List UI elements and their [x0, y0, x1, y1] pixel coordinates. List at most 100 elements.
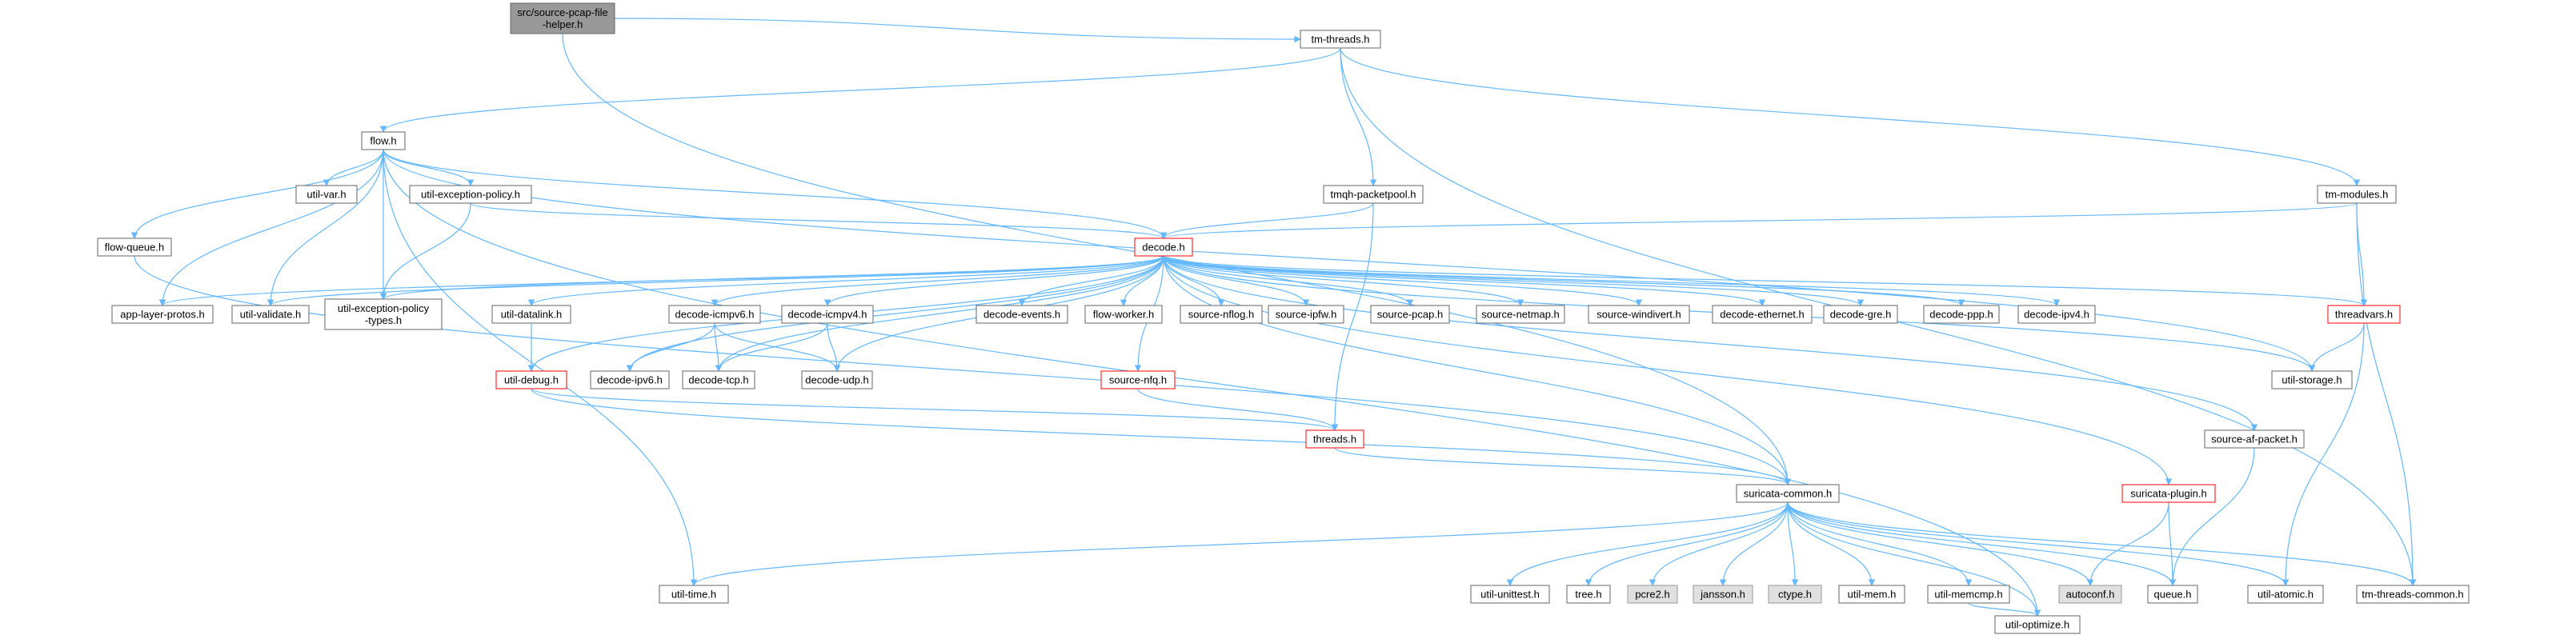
node-app-layer-protos[interactable]: app-layer-protos.h: [111, 305, 214, 324]
edge-decode-to-source_ipfw: [1163, 255, 1310, 306]
node-box: [2271, 370, 2353, 389]
node-decode-tcp[interactable]: decode-tcp.h: [682, 370, 755, 389]
edge-tmqh_packetpool-to-decode: [1160, 202, 1374, 239]
node-label: tm-threads.h: [1312, 34, 1370, 46]
node-source-af-packet[interactable]: source-af-packet.h: [2204, 429, 2305, 449]
node-tree[interactable]: tree.h: [1566, 585, 1611, 604]
node-box: [2247, 585, 2324, 604]
edge-decode-to-decode_gre: [1163, 255, 1864, 306]
node-box: [1768, 585, 1822, 604]
node-box: [361, 131, 406, 150]
edge-decode-to-source_af_packet: [1163, 255, 2258, 431]
node-label: util-atomic.h: [2258, 589, 2314, 601]
node-label: app-layer-protos.h: [120, 309, 205, 321]
node-suricata-plugin[interactable]: suricata-plugin.h: [2121, 484, 2216, 503]
node-util-unittest[interactable]: util-unittest.h: [1470, 585, 1550, 604]
node-util-var[interactable]: util-var.h: [295, 185, 358, 204]
node-source-nfq[interactable]: source-nfq.h: [1100, 370, 1176, 389]
node-label: util-storage.h: [2282, 374, 2342, 386]
node-ctype[interactable]: ctype.h: [1768, 585, 1822, 604]
node-source-windivert[interactable]: source-windivert.h: [1588, 305, 1690, 324]
node-box: [1476, 305, 1565, 324]
node-tm-modules[interactable]: tm-modules.h: [2317, 185, 2397, 204]
node-decode-ipv6[interactable]: decode-ipv6.h: [590, 370, 670, 389]
node-label: flow-queue.h: [105, 242, 164, 254]
node-flow-worker[interactable]: flow-worker.h: [1084, 305, 1163, 324]
edge-util_debug-to-suricata_common: [531, 388, 1792, 485]
node-tm-threads-common[interactable]: tm-threads-common.h: [2356, 585, 2470, 604]
node-flow-queue[interactable]: flow-queue.h: [97, 238, 172, 257]
node-util-validate[interactable]: util-validate.h: [231, 305, 310, 324]
node-decode-ppp[interactable]: decode-ppp.h: [1923, 305, 2000, 324]
edge-flow-to-util_exc_policy: [383, 149, 475, 186]
edge-suricata_common-to-autoconf: [1787, 501, 2094, 586]
node-label: decode-udp.h: [805, 374, 869, 386]
node-label: suricata-common.h: [1744, 488, 1833, 500]
node-util-optimize[interactable]: util-optimize.h: [1994, 615, 2081, 634]
node-flow[interactable]: flow.h: [361, 131, 406, 150]
edge-tm_modules-to-tm_threads_common: [2356, 202, 2417, 586]
node-label: tm-threads-common.h: [2362, 589, 2463, 601]
node-suricata-common[interactable]: suricata-common.h: [1736, 484, 1840, 503]
node-label: src/source-pcap-file: [517, 6, 607, 18]
node-source-netmap[interactable]: source-netmap.h: [1476, 305, 1565, 324]
edge-suricata_common-to-util_time: [691, 501, 1789, 586]
node-util-exc-policy[interactable]: util-exception-policy.h: [409, 185, 532, 204]
node-util-mem[interactable]: util-mem.h: [1838, 585, 1905, 604]
node-decode-udp[interactable]: decode-udp.h: [801, 370, 873, 389]
edge-suricata_plugin-to-queue: [2168, 501, 2177, 586]
node-label: pcre2.h: [1635, 589, 1669, 601]
node-threadvars[interactable]: threadvars.h: [2327, 305, 2401, 324]
node-label: source-ipfw.h: [1276, 309, 1337, 321]
node-box: [2317, 185, 2397, 204]
node-decode-icmpv4[interactable]: decode-icmpv4.h: [781, 305, 874, 324]
edge-tm_threads-to-tm_modules: [1340, 47, 2361, 186]
node-util-debug[interactable]: util-debug.h: [495, 370, 567, 389]
node-source-ipfw[interactable]: source-ipfw.h: [1268, 305, 1344, 324]
node-box: [659, 585, 729, 604]
node-box: [1712, 305, 1813, 324]
nodes: src/source-pcap-file-helper.h tm-threads.…: [97, 2, 2470, 634]
node-decode-events[interactable]: decode-events.h: [976, 305, 1068, 324]
node-label: source-windivert.h: [1596, 309, 1681, 321]
node-source-nflog[interactable]: source-nflog.h: [1180, 305, 1263, 324]
node-pcre2[interactable]: pcre2.h: [1627, 585, 1678, 604]
node-tmqh-packetpool[interactable]: tmqh-packetpool.h: [1323, 185, 1424, 204]
node-label: util-validate.h: [240, 309, 302, 321]
node-box: [324, 298, 443, 330]
edge-decode_icmpv6-to-decode_tcp: [714, 322, 723, 372]
node-threads[interactable]: threads.h: [1305, 429, 1364, 449]
node-util-atomic[interactable]: util-atomic.h: [2247, 585, 2324, 604]
node-queue[interactable]: queue.h: [2147, 585, 2198, 604]
edge-decode-to-decode_ipv4: [1163, 255, 2060, 306]
node-root[interactable]: src/source-pcap-file-helper.h: [510, 2, 615, 34]
node-jansson[interactable]: jansson.h: [1693, 585, 1753, 604]
node-decode-gre[interactable]: decode-gre.h: [1823, 305, 1898, 324]
node-decode-ipv4[interactable]: decode-ipv4.h: [2017, 305, 2096, 324]
edge-decode-to-suricata_plugin: [1163, 255, 2173, 485]
node-autoconf[interactable]: autoconf.h: [2058, 585, 2122, 604]
node-decode-ethernet[interactable]: decode-ethernet.h: [1712, 305, 1813, 324]
node-box: [1927, 585, 2010, 604]
node-box: [1566, 585, 1611, 604]
node-decode-icmpv6[interactable]: decode-icmpv6.h: [668, 305, 761, 324]
edge-util_debug-to-threads: [531, 388, 1338, 431]
edge-threadvars-to-util_storage: [2308, 322, 2365, 372]
node-source-pcap[interactable]: source-pcap.h: [1370, 305, 1450, 324]
edge-decode_icmpv6-to-decode_ipv6: [626, 322, 715, 372]
node-decode[interactable]: decode.h: [1134, 238, 1193, 257]
node-box: [1994, 615, 2081, 634]
edge-source_nfq-to-threads: [1137, 388, 1339, 431]
node-label: tree.h: [1575, 589, 1601, 601]
node-util-time[interactable]: util-time.h: [659, 585, 729, 604]
node-util-exc-types[interactable]: util-exception-policy-types.h: [324, 298, 443, 330]
node-util-storage[interactable]: util-storage.h: [2271, 370, 2353, 389]
node-util-memcmp[interactable]: util-memcmp.h: [1927, 585, 2010, 604]
node-util-datalink[interactable]: util-datalink.h: [491, 305, 571, 324]
node-box: [1823, 305, 1898, 324]
node-label: util-memcmp.h: [1934, 589, 2002, 601]
node-box: [1305, 429, 1364, 449]
edge-decode-to-decode_events: [1018, 255, 1164, 306]
node-tm-threads[interactable]: tm-threads.h: [1300, 30, 1381, 49]
